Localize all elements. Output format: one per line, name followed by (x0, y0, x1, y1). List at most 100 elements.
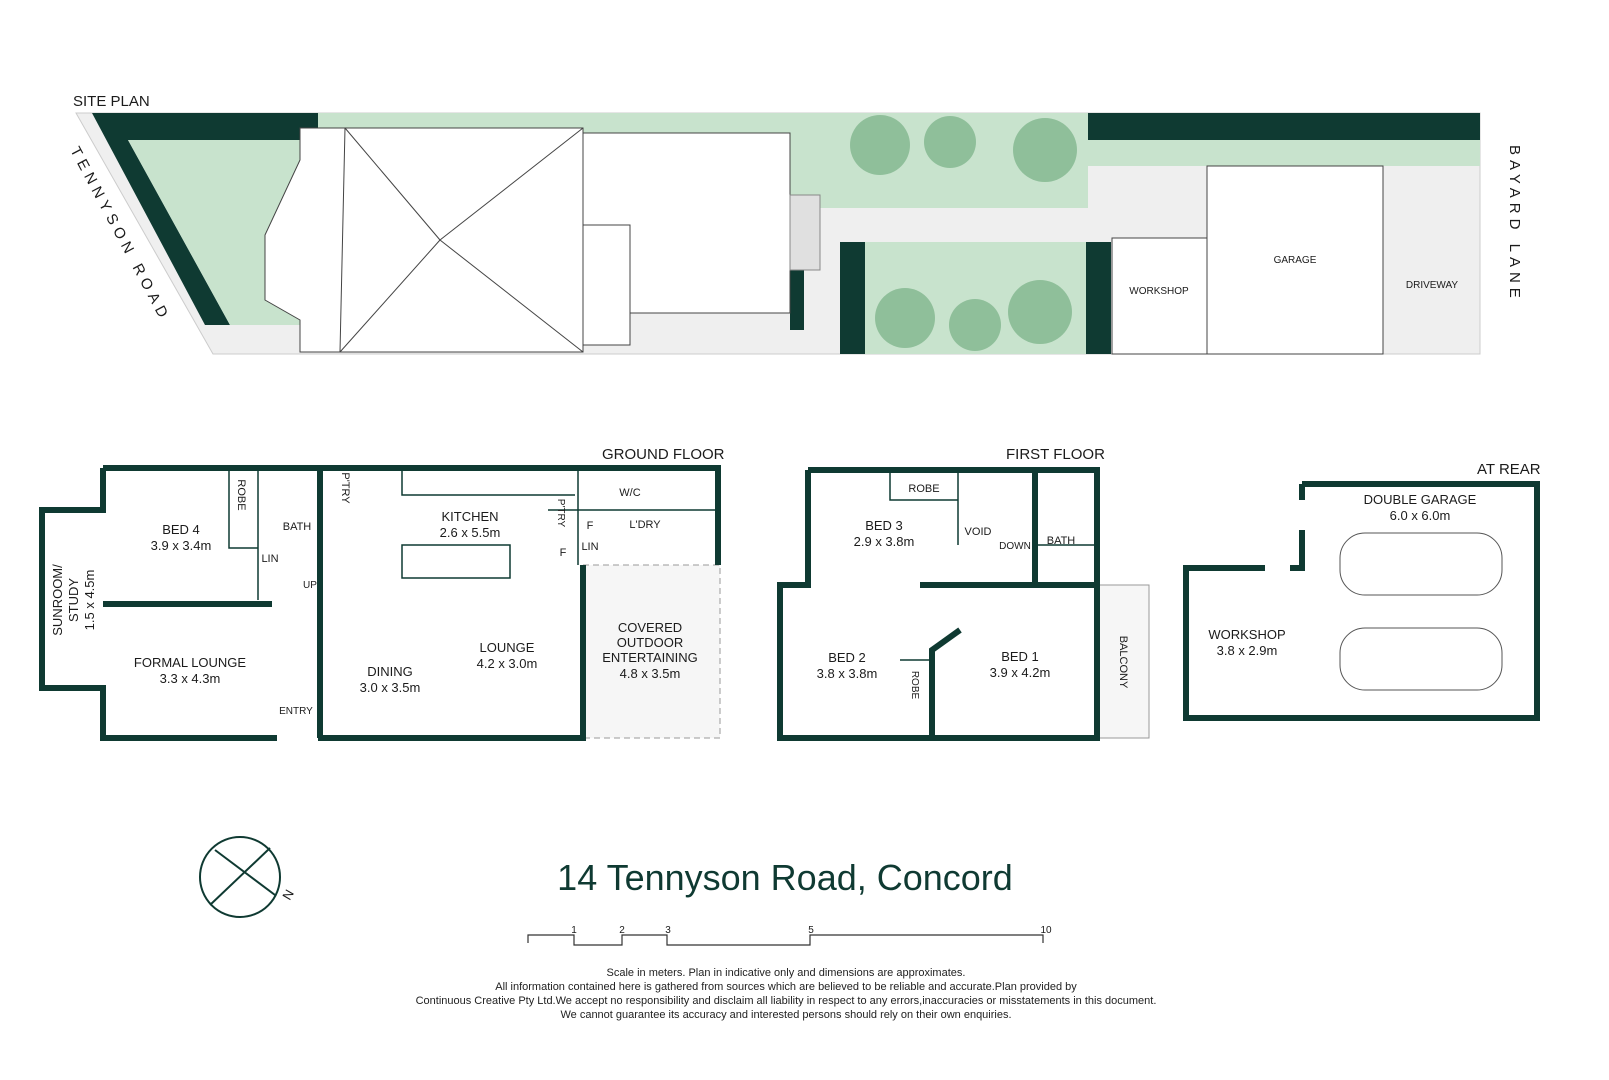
double-garage-size: 6.0 x 6.0m (1390, 508, 1451, 523)
bed1-size: 3.9 x 4.2m (990, 665, 1051, 680)
bed3-label: BED 3 (865, 518, 903, 533)
rear-walls (1183, 481, 1540, 721)
fridge-label: F (587, 520, 594, 532)
stairs-up-label: UP (303, 580, 317, 591)
rear-roof-extension (582, 224, 631, 346)
workshop-label: WORKSHOP (1208, 627, 1285, 642)
lin2-label: LIN (581, 541, 598, 553)
hip-roof (339, 127, 584, 353)
bed3-size: 2.9 x 3.8m (854, 534, 915, 549)
double-garage-label: DOUBLE GARAGE (1364, 492, 1477, 507)
courtyard-hedge-right (1086, 242, 1111, 354)
small-hedge (790, 270, 804, 330)
ground-floor-walls (39, 465, 721, 741)
bed2-size: 3.8 x 3.8m (817, 666, 878, 681)
disclaimer-line: All information contained here is gather… (495, 981, 1077, 993)
site-garage-label: GARAGE (1274, 255, 1317, 266)
study-label: STUDY (66, 578, 81, 622)
scale-tick: 10 (1040, 925, 1052, 936)
stairs-down-label: DOWN (999, 541, 1031, 552)
site-workshop-label: WORKSHOP (1129, 286, 1189, 297)
disclaimer-line: Continuous Creative Pty Ltd.We accept no… (416, 995, 1157, 1007)
tree (924, 116, 976, 168)
trees (850, 115, 1077, 351)
lin-label: LIN (261, 553, 278, 565)
balcony-label: BALCONY (1117, 636, 1129, 689)
courtyard-hedge-left (840, 242, 865, 354)
ff-robe-label: ROBE (908, 483, 939, 495)
dining-size: 3.0 x 3.5m (360, 680, 421, 695)
site-plan-heading: SITE PLAN (73, 93, 150, 110)
void-label: VOID (965, 526, 992, 538)
robe-label: ROBE (235, 479, 247, 510)
disclaimer-line: Scale in meters. Plan in indicative only… (607, 967, 966, 979)
steps (789, 194, 821, 271)
wc-label: W/C (619, 487, 640, 499)
scale-tick: 5 (808, 925, 814, 936)
pantry-label: P'TRY (339, 472, 351, 504)
roof-ridge (439, 239, 584, 353)
bed4-size: 3.9 x 3.4m (151, 538, 212, 553)
fridge2-label: F (560, 547, 567, 559)
scale-bar: 1 2 3 5 10 (527, 925, 1052, 946)
workshop-size: 3.8 x 2.9m (1217, 643, 1278, 658)
plan-title: 14 Tennyson Road, Concord (557, 857, 1013, 898)
north-label: N (279, 887, 297, 903)
rear-roof (582, 132, 791, 314)
laundry-label: L'DRY (629, 519, 661, 531)
roof-ridge (339, 239, 441, 353)
ff-robe2-label: ROBE (909, 671, 920, 700)
rear-lawn-strip (1088, 140, 1480, 166)
disclaimer: Scale in meters. Plan in indicative only… (416, 967, 1157, 1021)
balcony-area (1096, 584, 1150, 739)
outdoor-label-1: COVERED (618, 620, 682, 635)
rear-heading: AT REAR (1477, 461, 1541, 478)
outdoor-label-3: ENTERTAINING (602, 650, 698, 665)
site-plan: SITE PLAN WORKSHOP GARAGE DRIVEWAY TENNY… (66, 93, 1523, 355)
ff-bath-label: BATH (1047, 535, 1076, 547)
site-garage (1206, 165, 1384, 355)
tree (949, 299, 1001, 351)
roof-ridge (344, 127, 441, 241)
first-floor-heading: FIRST FLOOR (1006, 446, 1105, 463)
tree (875, 288, 935, 348)
rear-garage: AT REAR DOUBLE GARAGE 6.0 x 6.0m WORKSHO… (1183, 461, 1541, 721)
rear-hedge (1088, 113, 1480, 140)
kitchen-label: KITCHEN (441, 509, 498, 524)
roof-ridge (439, 127, 584, 241)
scale-tick: 3 (665, 925, 671, 936)
first-floor-walls (777, 467, 1100, 741)
compass-icon: N (199, 836, 297, 918)
interior-walls (228, 470, 718, 600)
pantry2-label: P'TRY (555, 499, 566, 528)
tree (1013, 118, 1077, 182)
first-floor-interior (889, 470, 1097, 661)
sunroom-size: 1.5 x 4.5m (82, 570, 97, 631)
site-driveway-label: DRIVEWAY (1406, 280, 1459, 291)
bed2-label: BED 2 (828, 650, 866, 665)
bed4-label: BED 4 (162, 522, 200, 537)
sunroom-label: SUNROOM/ (50, 564, 65, 636)
front-hedge (92, 113, 318, 325)
scale-tick: 2 (619, 925, 625, 936)
car-icon (1339, 532, 1503, 596)
car-icon (1339, 627, 1503, 691)
entry-label: ENTRY (279, 706, 313, 717)
outdoor-label-2: OUTDOOR (617, 635, 683, 650)
bed1-label: BED 1 (1001, 649, 1039, 664)
tree (850, 115, 910, 175)
ground-floor-heading: GROUND FLOOR (602, 446, 725, 463)
formal-lounge-size: 3.3 x 4.3m (160, 671, 221, 686)
lounge-size: 4.2 x 3.0m (477, 656, 538, 671)
ground-floor: GROUND FLOOR BED 4 3.9 x 3.4m ROBE BATH … (39, 446, 725, 741)
outdoor-size: 4.8 x 3.5m (620, 666, 681, 681)
dining-label: DINING (367, 664, 413, 679)
kitchen-size: 2.6 x 5.5m (440, 525, 501, 540)
first-floor: FIRST FLOOR ROBE BED 3 2.9 x 3.8m VOID D… (777, 446, 1150, 741)
lounge-label: LOUNGE (480, 640, 535, 655)
tree (1008, 280, 1072, 344)
bath-label: BATH (283, 521, 312, 533)
disclaimer-line: We cannot guarantee its accuracy and int… (560, 1009, 1011, 1021)
site-workshop (1111, 237, 1208, 355)
